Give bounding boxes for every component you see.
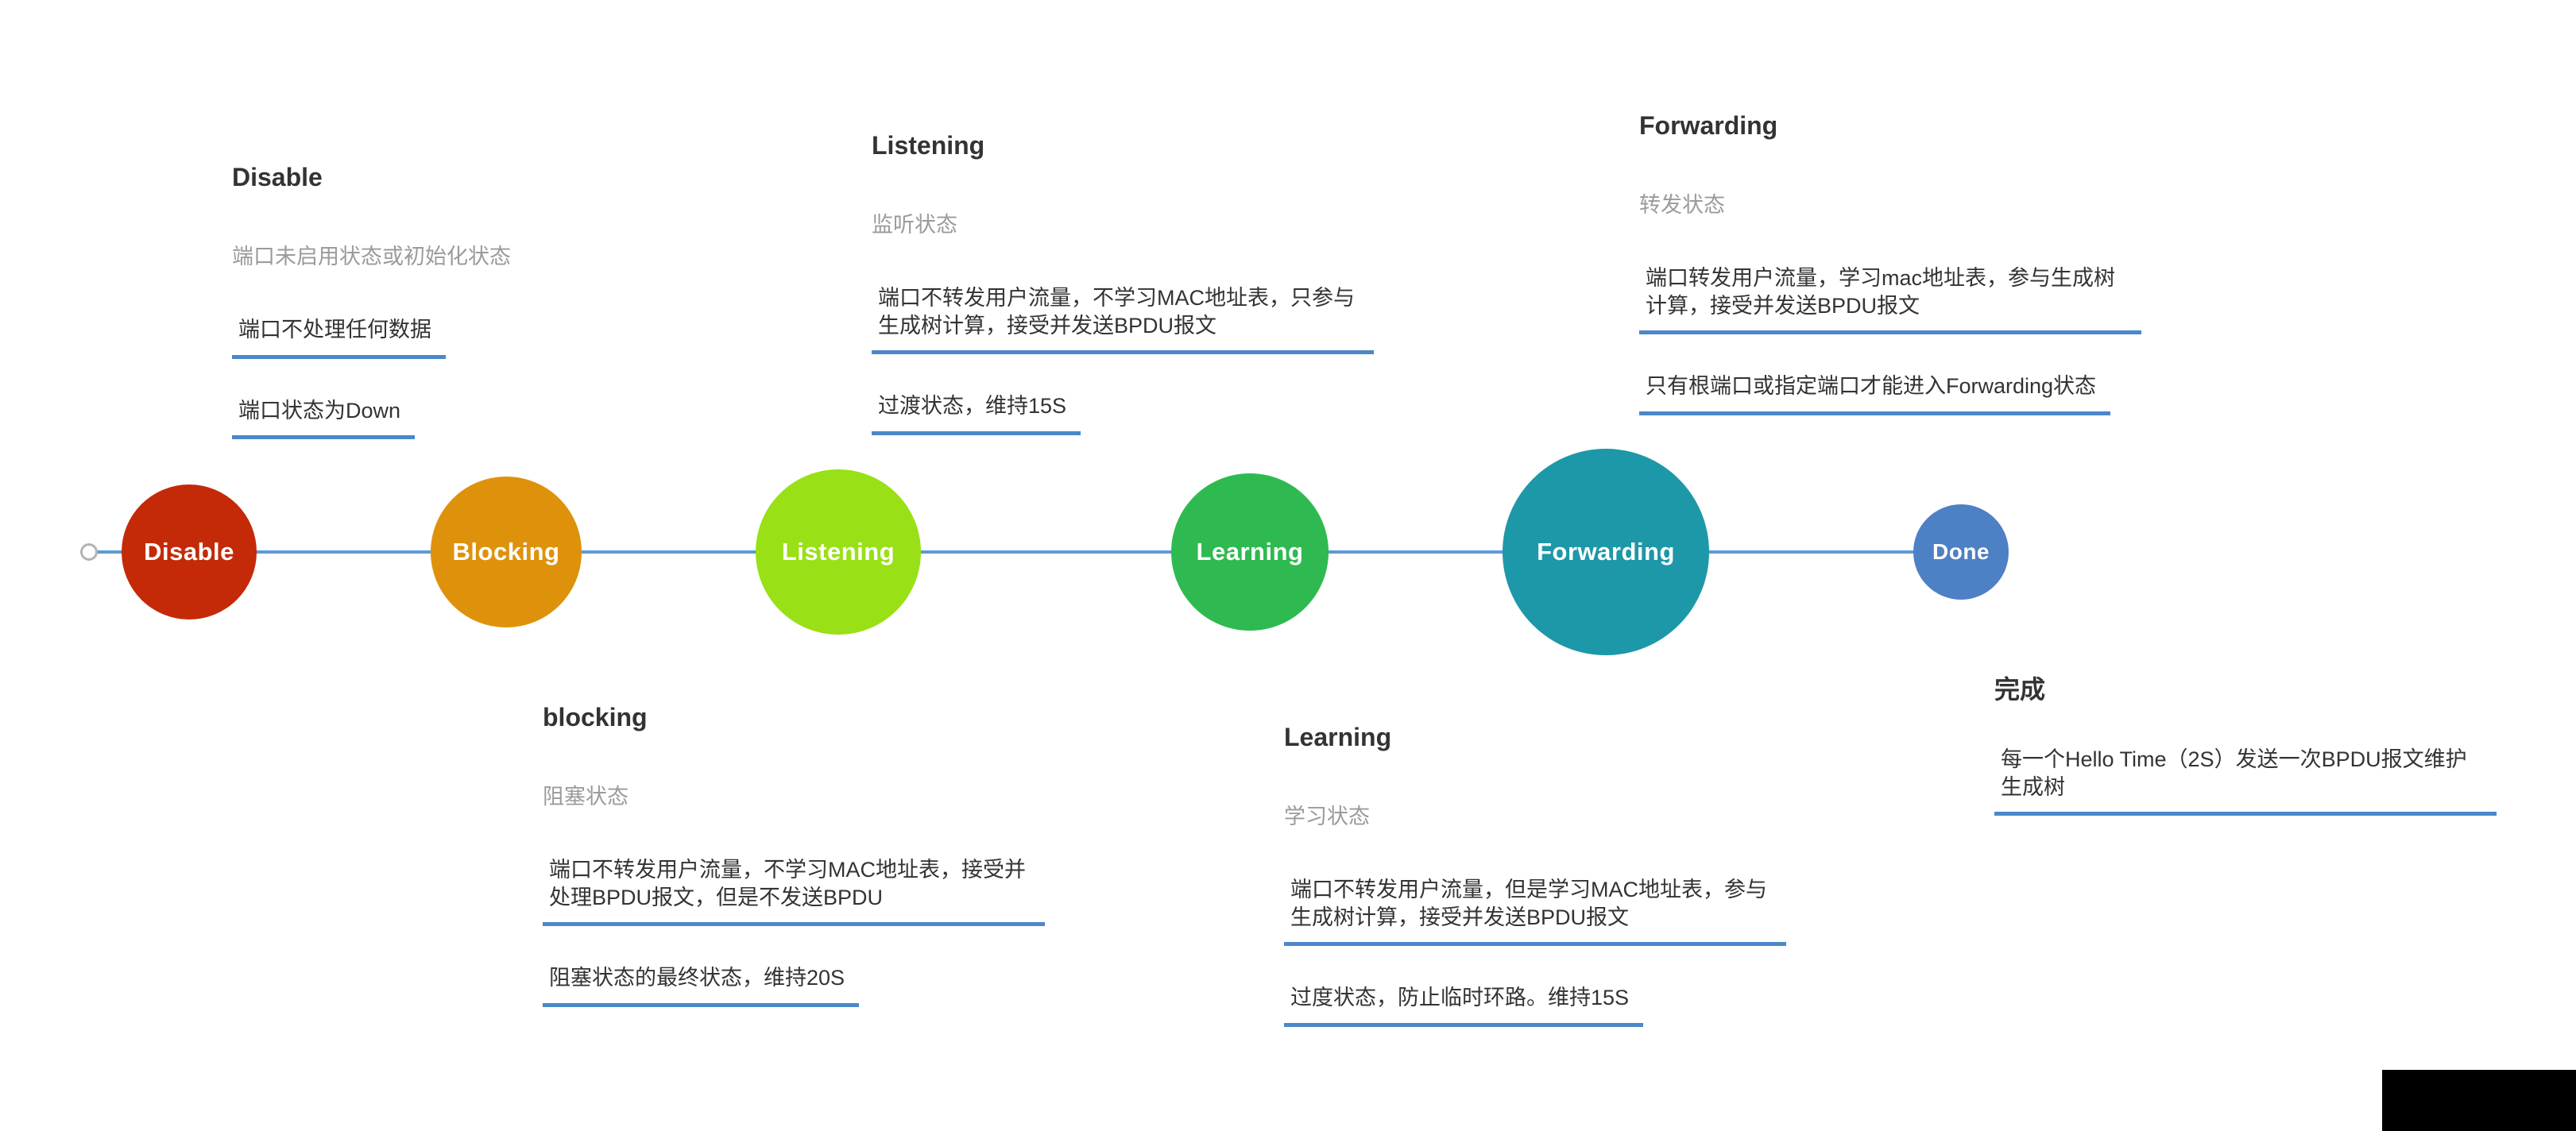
annotation-item: 端口转发用户流量，学习mac地址表，参与生成树计算，接受并发送BPDU报文 (1639, 264, 2141, 335)
annotation-listening: Listening 监听状态 端口不转发用户流量，不学习MAC地址表，只参与生成… (872, 131, 1374, 435)
annotation-subtitle: 阻塞状态 (543, 785, 629, 809)
node-learning: Learning (1171, 473, 1329, 631)
annotation-title: Forwarding (1639, 111, 1778, 140)
annotation-item: 端口不处理任何数据 (232, 316, 446, 359)
node-learning-label: Learning (1196, 538, 1304, 566)
annotation-blocking: blocking 阻塞状态 端口不转发用户流量，不学习MAC地址表，接受并处理B… (543, 703, 1045, 1007)
annotation-forwarding: Forwarding 转发状态 端口转发用户流量，学习mac地址表，参与生成树计… (1639, 111, 2141, 415)
node-disable-label: Disable (144, 538, 234, 566)
node-listening: Listening (756, 469, 921, 635)
node-blocking-label: Blocking (452, 538, 560, 566)
timeline-start-dot (80, 543, 98, 561)
node-done-label: Done (1932, 539, 1990, 564)
annotation-disable: Disable 端口未启用状态或初始化状态 端口不处理任何数据 端口状态为Dow… (232, 163, 511, 440)
annotation-title: Disable (232, 163, 323, 191)
annotation-subtitle: 转发状态 (1639, 193, 1725, 217)
annotation-item: 端口不转发用户流量，不学习MAC地址表，只参与生成树计算，接受并发送BPDU报文 (872, 284, 1374, 355)
annotation-learning: Learning 学习状态 端口不转发用户流量，但是学习MAC地址表，参与生成树… (1284, 723, 1786, 1027)
annotation-item: 端口状态为Down (232, 397, 416, 440)
annotation-item: 阻塞状态的最终状态，维持20S (543, 964, 860, 1007)
node-listening-label: Listening (781, 538, 895, 566)
annotation-item: 端口不转发用户流量，不学习MAC地址表，接受并处理BPDU报文，但是不发送BPD… (543, 856, 1045, 927)
annotation-item: 过渡状态，维持15S (872, 392, 1081, 435)
node-forwarding: Forwarding (1503, 449, 1709, 655)
annotation-title: 完成 (1994, 675, 2046, 704)
node-done: Done (1913, 504, 2009, 600)
annotation-title: Learning (1284, 723, 1392, 751)
annotation-item: 端口不转发用户流量，但是学习MAC地址表，参与生成树计算，接受并发送BPDU报文 (1284, 876, 1786, 947)
annotation-subtitle: 端口未启用状态或初始化状态 (232, 245, 511, 268)
node-blocking: Blocking (431, 477, 582, 627)
annotation-title: Listening (872, 131, 985, 160)
annotation-item: 只有根端口或指定端口才能进入Forwarding状态 (1639, 372, 2111, 415)
node-disable: Disable (122, 484, 257, 620)
annotation-item: 过度状态，防止临时环路。维持15S (1284, 984, 1644, 1027)
annotation-subtitle: 监听状态 (872, 213, 957, 237)
annotation-done: 完成 每一个Hello Time（2S）发送一次BPDU报文维护生成树 (1994, 670, 2497, 816)
watermark-cover-block (2382, 1070, 2576, 1131)
timeline-line (89, 550, 1961, 554)
annotation-subtitle: 学习状态 (1284, 805, 1370, 828)
annotation-item: 每一个Hello Time（2S）发送一次BPDU报文维护生成树 (1994, 746, 2497, 816)
annotation-title: blocking (543, 703, 648, 731)
node-forwarding-label: Forwarding (1537, 538, 1675, 566)
